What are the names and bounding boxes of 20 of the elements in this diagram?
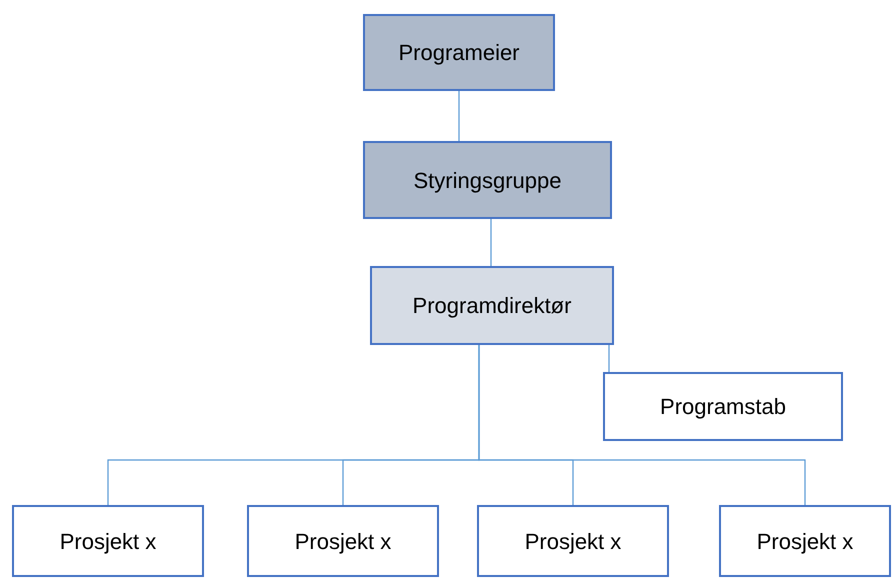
box-label: Prosjekt x (294, 528, 392, 556)
org-box (363, 141, 612, 219)
box-label: Programeier (398, 39, 520, 67)
connector-line (490, 219, 492, 266)
org-box (477, 505, 669, 577)
org-box (363, 14, 555, 91)
org-box (12, 505, 204, 577)
box-label: Prosjekt x (60, 528, 156, 556)
connector-line (458, 91, 460, 141)
org-box (247, 505, 439, 577)
box-label: Prosjekt x (756, 528, 854, 556)
box-label: Prosjekt x (524, 528, 622, 556)
box-label: Programdirektør (412, 292, 572, 320)
box-label: Programstab (660, 393, 786, 421)
org-box (719, 505, 891, 577)
org-box (603, 372, 843, 441)
box-label: Styringsgruppe (414, 166, 562, 195)
connector-line (608, 345, 610, 372)
org-box (370, 266, 614, 345)
connector-line (478, 345, 806, 505)
